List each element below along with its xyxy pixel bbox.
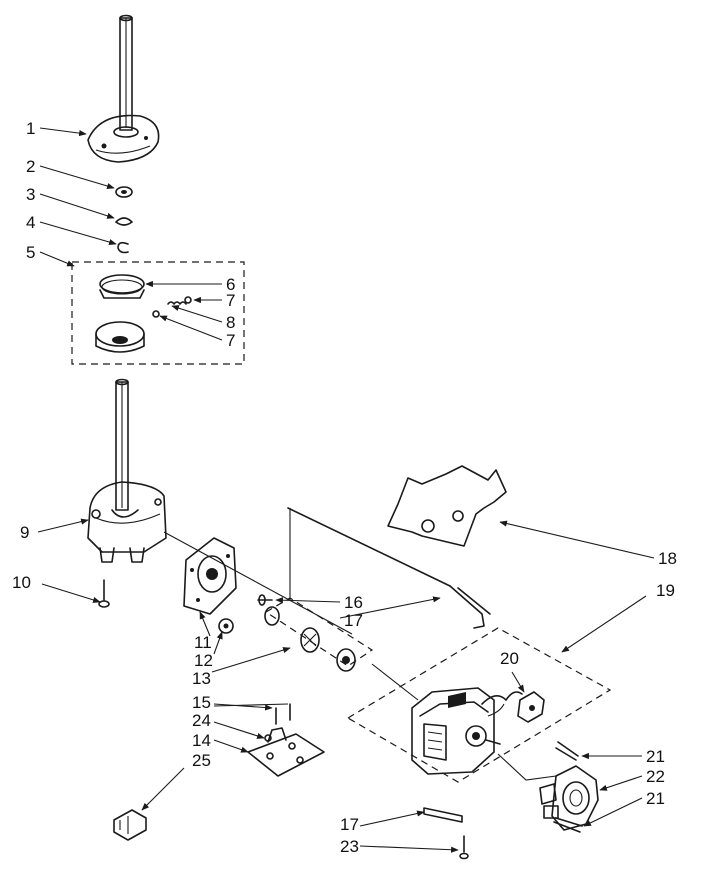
leader-lines [37,127,655,853]
callout-11: 11 [194,633,212,652]
callout-18: 18 [658,549,677,568]
callout-22: 22 [646,767,665,786]
part-drive-motor [411,687,523,775]
callout-4: 4 [26,213,35,232]
callout-16: 16 [344,593,363,612]
callout-19: 19 [656,581,675,600]
callout-1: 1 [26,119,35,138]
callout-7-bottom: 7 [226,331,235,350]
part-shield [387,465,507,547]
part-motor-coupling-kit [264,597,374,672]
callout-25: 25 [192,751,211,770]
callout-13: 13 [192,669,211,688]
part-belt-strap [423,807,463,823]
part-motor-bracket [247,727,325,777]
callout-14: 14 [192,731,211,750]
part-gearcase-screw [98,579,110,608]
brake-kit-box [71,261,245,365]
part-coupling-nut [218,618,234,634]
callout-2: 2 [26,157,35,176]
callout-labels: 1 2 3 4 5 6 7 8 7 9 10 11 12 13 14 15 16… [12,119,677,856]
part-spin-tube [87,14,160,163]
part-bottom-screw [459,835,469,860]
alignment-line-4 [497,753,557,781]
callout-5: 5 [26,243,35,262]
part-pump-plate [183,537,237,615]
callout-12: 12 [194,651,213,670]
part-wire-connector [113,809,147,841]
callout-9: 9 [20,523,29,542]
part-bolt [257,594,273,606]
callout-17-bottom: 17 [340,815,359,834]
callout-7-top: 7 [226,291,235,310]
part-e-ring [117,241,129,254]
callout-23: 23 [340,837,359,856]
part-screws [264,703,291,742]
part-brake-band [99,274,145,299]
part-spring-pins [152,296,192,318]
part-drive-belt-wire [287,507,491,629]
callout-3: 3 [26,185,35,204]
part-gearcase [87,378,167,563]
alignment-line-3 [371,663,419,701]
part-retaining-ring [115,217,133,226]
callout-6: 6 [226,275,235,294]
callout-8: 8 [226,313,235,332]
part-pump [539,765,599,831]
callout-21-bottom: 21 [646,789,665,808]
callout-24: 24 [192,711,211,730]
callout-17-top: 17 [344,611,363,630]
alignment-line-1 [163,531,353,635]
part-motor-switch [517,691,545,723]
motor-kit-box [346,627,612,783]
callout-20: 20 [500,649,519,668]
part-washer [115,186,133,198]
callout-15: 15 [192,693,211,712]
callout-21-top: 21 [646,747,665,766]
callout-10: 10 [12,573,31,592]
part-brake-drum [95,321,145,353]
